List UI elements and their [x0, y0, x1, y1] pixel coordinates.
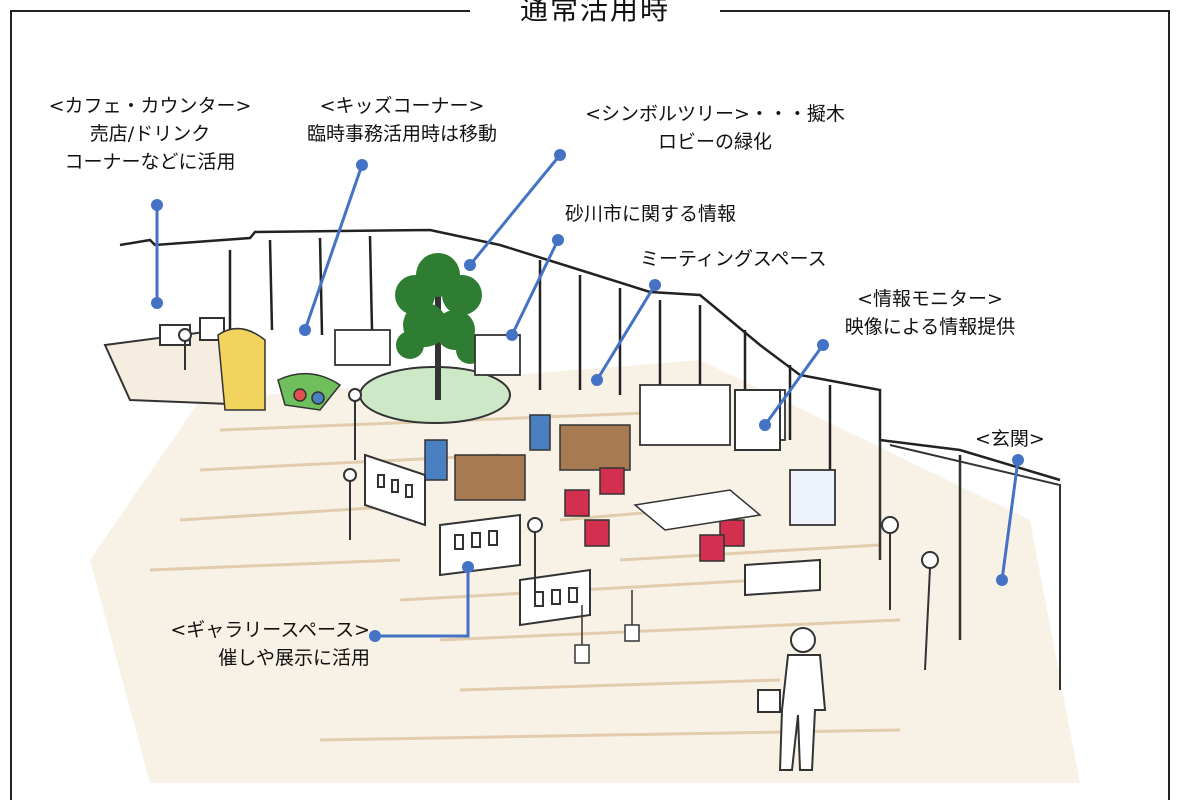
people: [178, 328, 939, 771]
gallery-label-line1: <ギャラリースペース>: [170, 619, 370, 641]
monitor-label-line1: <情報モニター>: [857, 288, 1003, 310]
plants: [574, 590, 640, 664]
cafe-label: <カフェ・カウンター> 売店/ドリンク コーナーなどに活用: [25, 92, 275, 176]
cafe-label-line3: コーナーなどに活用: [64, 151, 236, 173]
kids-label-line2: 臨時事務活用時は移動: [306, 123, 497, 145]
kids-corner: [217, 327, 342, 411]
lobby-sketch: [90, 149, 1080, 783]
sunagawa-info-line1: 砂川市に関する情報: [565, 203, 737, 225]
meeting-space-label: ミーティングスペース: [640, 245, 827, 273]
cafe-label-line2: 売店/ドリンク: [89, 123, 211, 145]
symbol-tree: [359, 253, 511, 424]
diagram-title: 通常活用時: [519, 0, 670, 26]
entrance-label: <玄関>: [975, 425, 1045, 453]
info-monitor: [734, 389, 781, 451]
meeting-space-line1: ミーティングスペース: [640, 248, 827, 270]
meeting-furniture: [424, 414, 762, 562]
title-mask: [470, 0, 720, 24]
gallery-label-line2: 催しや展示に活用: [218, 647, 370, 669]
sketch-stage: 通常活用時: [10, 0, 1170, 800]
cafe-label-line1: <カフェ・カウンター>: [48, 95, 252, 117]
monitor-label-line2: 映像による情報提供: [844, 316, 1016, 338]
gallery-label: <ギャラリースペース> 催しや展示に活用: [110, 616, 370, 672]
entrance-label-line1: <玄関>: [975, 428, 1045, 450]
tree-label-line2: ロビーの緑化: [657, 131, 772, 153]
leader-lines: [155, 154, 1020, 638]
tree-label-line1: <シンボルツリー>・・・擬木: [585, 103, 845, 125]
entrance: [879, 440, 1061, 690]
gallery-panels: [364, 453, 821, 627]
leader-dots: [151, 149, 1024, 642]
kids-label: <キッズコーナー> 臨時事務活用時は移動: [272, 92, 532, 148]
kids-label-line1: <キッズコーナー>: [319, 95, 485, 117]
sunagawa-info-label: 砂川市に関する情報: [565, 200, 736, 228]
monitor-label: <情報モニター> 映像による情報提供: [815, 285, 1045, 341]
tree-label: <シンボルツリー>・・・擬木 ロビーの緑化: [555, 100, 875, 156]
